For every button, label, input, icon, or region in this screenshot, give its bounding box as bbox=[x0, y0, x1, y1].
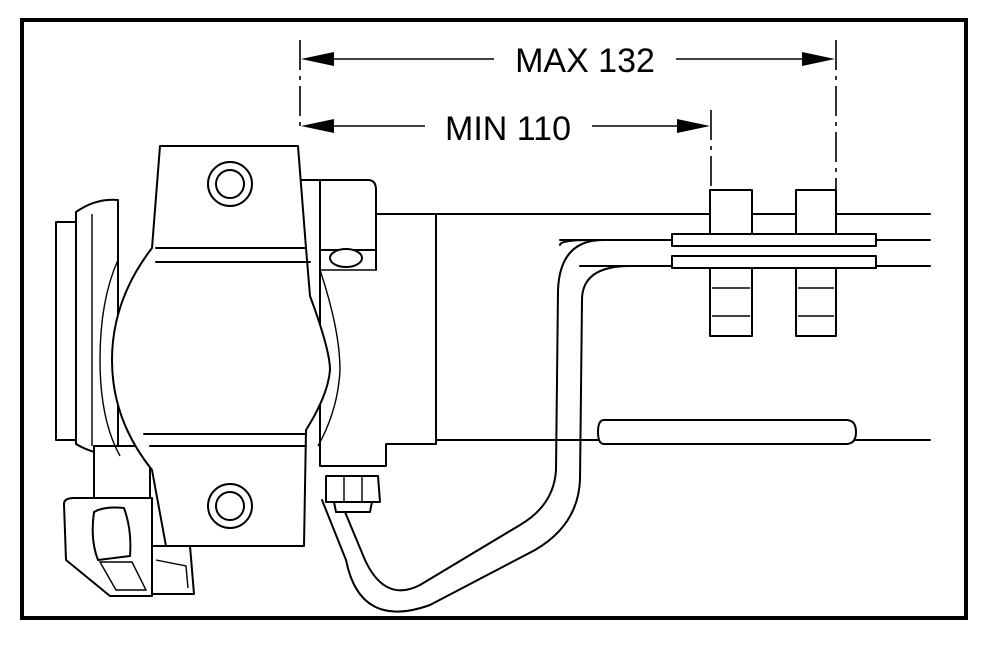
actuator-housing bbox=[55, 145, 437, 547]
max-dimension: MAX 132 bbox=[299, 40, 837, 190]
min-dimension: MIN 110 bbox=[301, 110, 712, 190]
max-dimension-label: MAX 132 bbox=[515, 42, 655, 80]
frame-plate bbox=[597, 419, 857, 445]
hose-fitting bbox=[325, 475, 381, 513]
lower-linkage bbox=[63, 497, 195, 597]
frame-rail bbox=[435, 213, 931, 441]
upper-bolt bbox=[207, 161, 253, 207]
diagram-frame bbox=[20, 18, 968, 620]
min-dimension-label: MIN 110 bbox=[445, 110, 571, 148]
hose-clips bbox=[671, 189, 877, 337]
lower-bolt bbox=[207, 483, 253, 529]
